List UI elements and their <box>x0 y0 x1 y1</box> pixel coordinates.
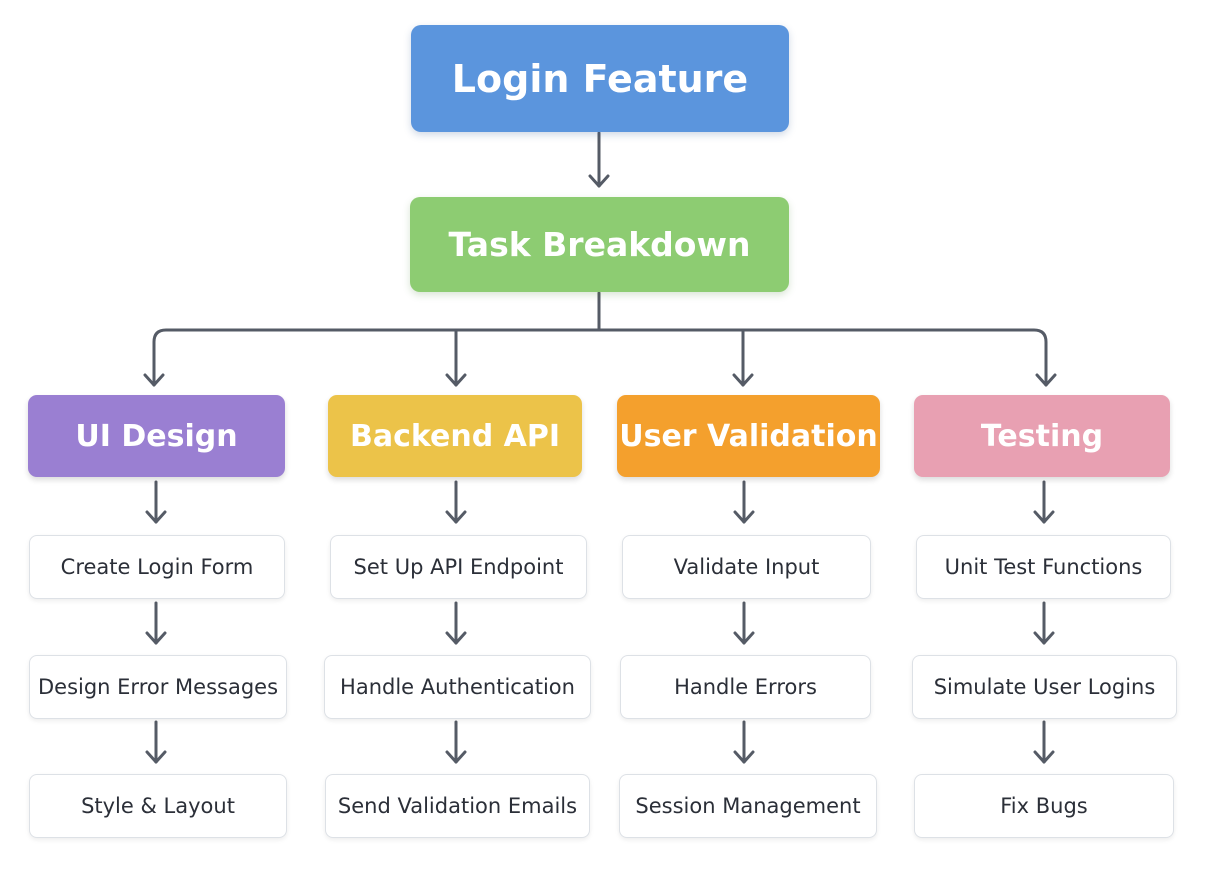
category-node-user-validation: User Validation <box>617 395 880 477</box>
task-node: Handle Errors <box>620 655 871 719</box>
arrow-category-to-task1-col3-head <box>1033 510 1055 524</box>
arrow-category-to-task1-col1-head <box>445 510 467 524</box>
arrow-task1-to-task2-col0-head <box>145 631 167 645</box>
task-node: Fix Bugs <box>914 774 1174 838</box>
task-node: Unit Test Functions <box>916 535 1171 599</box>
task-node: Handle Authentication <box>324 655 591 719</box>
task-node: Design Error Messages <box>29 655 287 719</box>
category-node-backend-api: Backend API <box>328 395 582 477</box>
task-node: Create Login Form <box>29 535 285 599</box>
arrow-to-category-2-head <box>732 373 754 387</box>
arrow-task2-to-task3-col2-head <box>733 750 755 764</box>
root-node-login-feature: Login Feature <box>411 25 789 132</box>
task-node: Session Management <box>619 774 877 838</box>
arrow-task1-to-task2-col3-head <box>1033 631 1055 645</box>
arrow-to-category-1-head <box>445 373 467 387</box>
horizontal-bus <box>152 328 1048 364</box>
category-node-testing: Testing <box>914 395 1170 477</box>
arrow-category-to-task1-col0-head <box>145 510 167 524</box>
task-node: Style & Layout <box>29 774 287 838</box>
node-task-breakdown: Task Breakdown <box>410 197 789 292</box>
arrow-root-to-breakdown-head <box>588 174 610 188</box>
category-node-ui-design: UI Design <box>28 395 285 477</box>
arrow-to-category-0-head <box>143 373 165 387</box>
task-node: Validate Input <box>622 535 871 599</box>
arrow-to-category-3-head <box>1035 373 1057 387</box>
arrow-task2-to-task3-col3-head <box>1033 750 1055 764</box>
arrow-task2-to-task3-col0-head <box>145 750 167 764</box>
arrow-task1-to-task2-col1-head <box>445 631 467 645</box>
task-node: Send Validation Emails <box>325 774 590 838</box>
arrow-category-to-task1-col2-head <box>733 510 755 524</box>
arrow-task1-to-task2-col2-head <box>733 631 755 645</box>
task-node: Simulate User Logins <box>912 655 1177 719</box>
arrow-task2-to-task3-col1-head <box>445 750 467 764</box>
task-node: Set Up API Endpoint <box>330 535 587 599</box>
